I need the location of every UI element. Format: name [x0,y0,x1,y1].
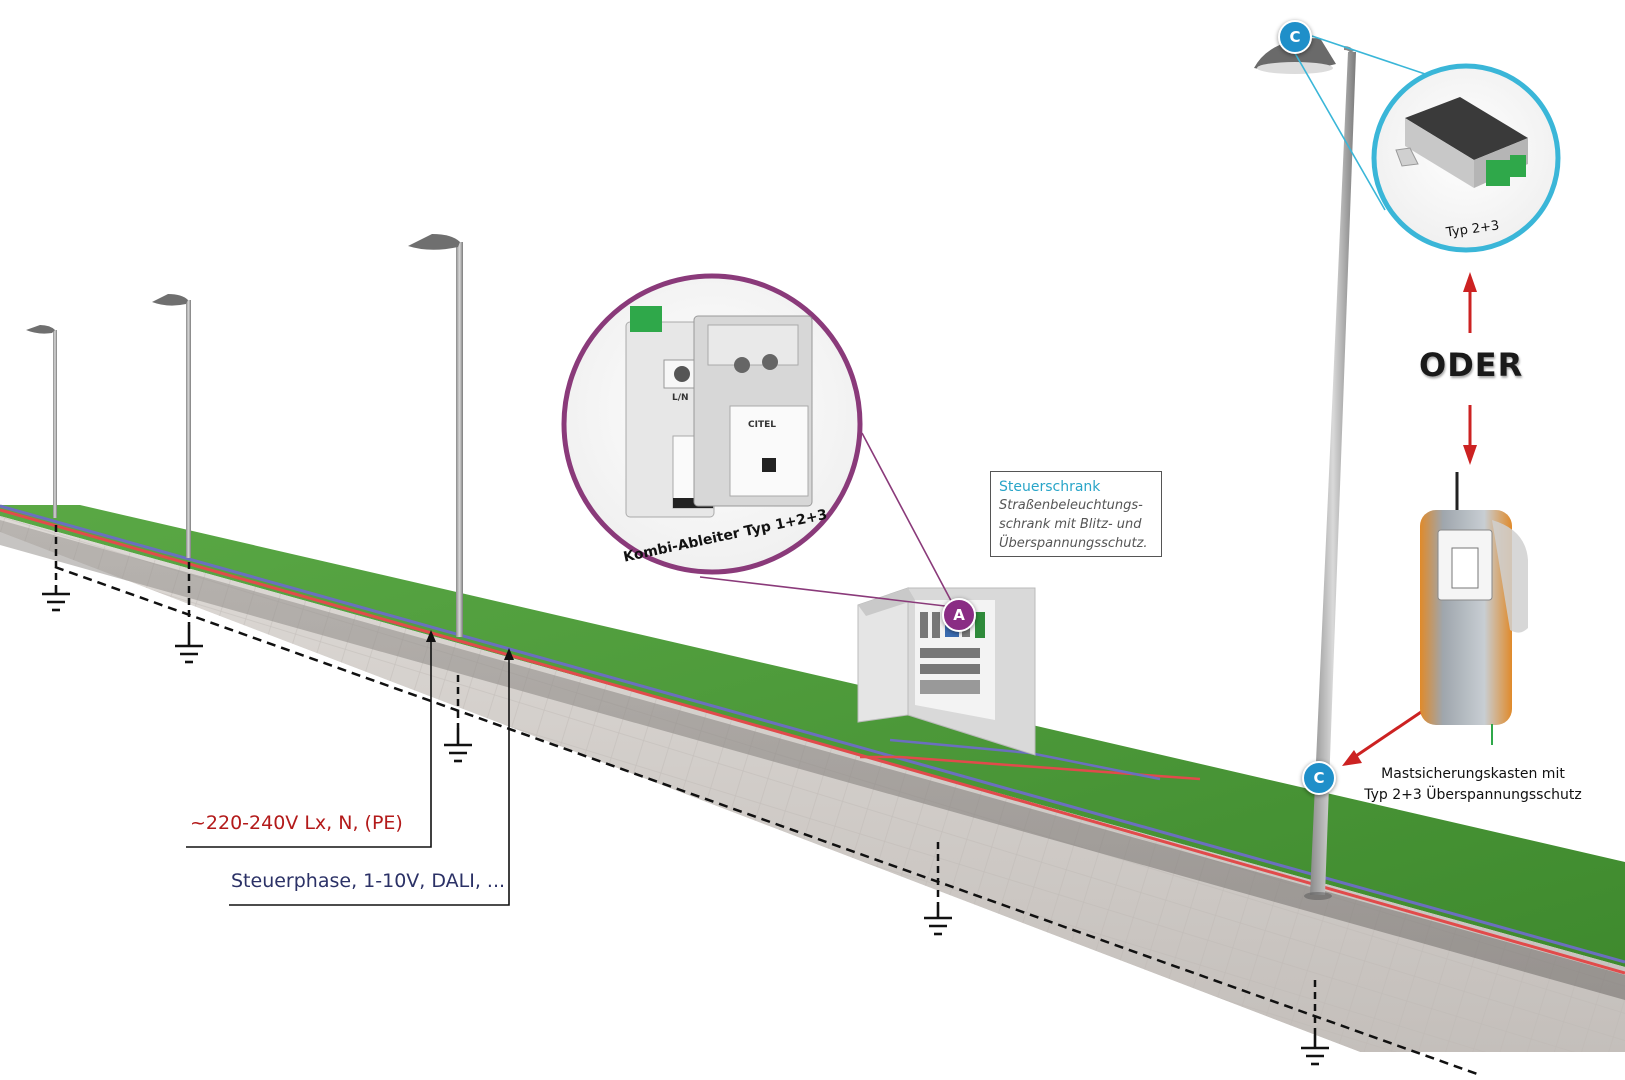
power-leader [186,638,432,848]
power-cable [0,508,1625,975]
street-lamp-icon [408,234,463,637]
arrow-up-icon [504,648,514,660]
badge-c-mast: C [1302,761,1336,795]
ground-symbol-icon [924,905,952,936]
badge-a: A [942,598,976,632]
ground-drops [54,525,1317,1035]
mast-label-line-2: Typ 2+3 Überspannungsschutz [1364,787,1582,803]
cabinet-callout-desc-1: Straßenbeleuchtungs- [999,498,1143,513]
kombi-ableiter-zoom [561,273,863,575]
control-cabinet [857,587,1036,756]
sidewalk-curb [0,532,1625,1060]
control-line-label: Steuerphase, 1-10V, DALI, ... [231,870,506,892]
ground-symbol-icon [444,728,472,763]
ground-symbol-icon [1301,1035,1329,1066]
kombi-zoom-lines [699,432,958,613]
control-cable [0,504,1625,964]
mast-fuse-box-label: Mastsicherungskasten mit Typ 2+3 Überspa… [1358,764,1588,806]
cabinet-callout-desc-2: schrank mit Blitz- und [999,517,1142,532]
street-lamp-icon [152,294,191,558]
oder-arrows [1349,290,1472,762]
module-brand-mark: CITEL [748,420,776,430]
mast-fuse-box [1420,472,1528,745]
control-cabinet-callout: Steuerschrank Straßenbeleuchtungs- schra… [990,471,1162,557]
arrow-pointer-icon [1342,750,1362,766]
oder-label: ODER [1419,346,1524,384]
cabinet-callout-title: Steuerschrank [999,479,1101,495]
mast-label-line-1: Mastsicherungskasten mit [1381,766,1565,782]
ground-reference-line [54,565,1481,1077]
typ23-zoom [1371,63,1561,253]
street-lamp-icon [26,325,57,518]
cabinet-callout-desc-3: Überspannungsschutz. [999,536,1148,551]
control-leader [229,656,510,906]
ground-symbol-icon [42,586,70,612]
sidewalk-edge [0,520,1625,1000]
power-line-label: ~220-240V Lx, N, (PE) [190,812,403,834]
arrow-down-icon [1463,445,1477,465]
badge-c-lamp: C [1278,20,1312,54]
arrow-up-icon [1463,272,1477,292]
arrow-up-icon [426,630,436,642]
module-ln-mark: L/N [672,393,689,403]
ground-symbol-icon [175,625,203,664]
cabinet-branch-power [860,755,1201,781]
